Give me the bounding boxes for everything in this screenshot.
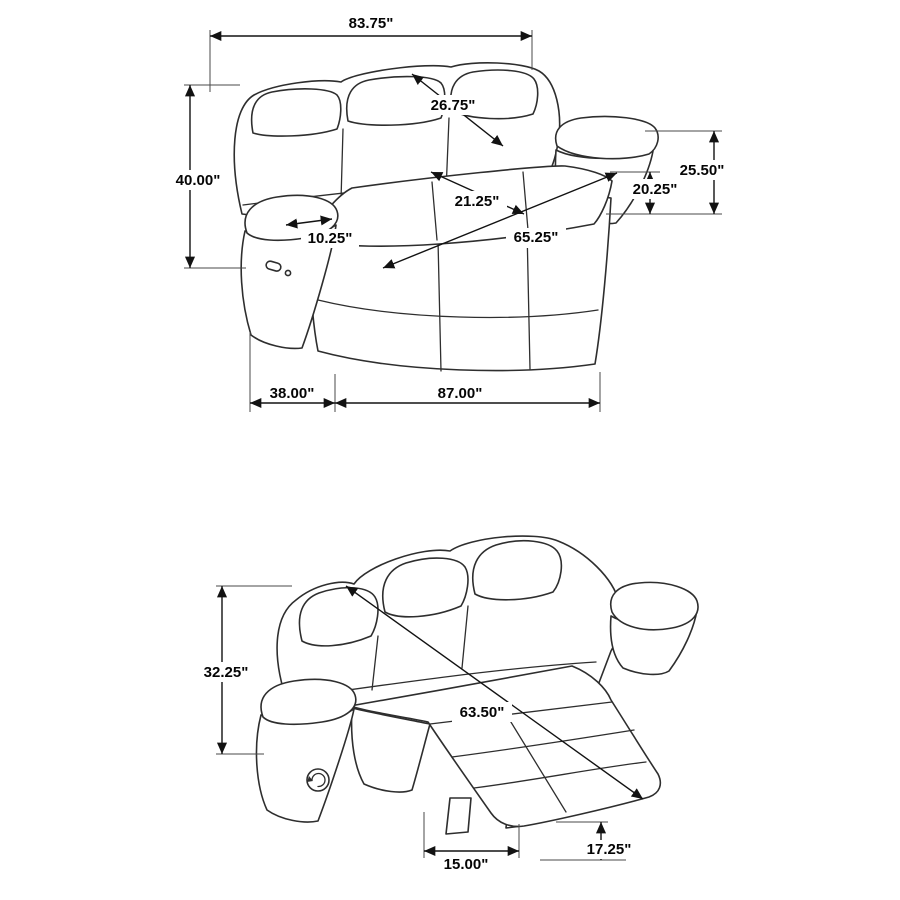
recliner-handle-arrowhead-icon	[307, 776, 313, 782]
dim-overall-height: 40.00"	[166, 84, 246, 269]
power-button-icon	[265, 260, 282, 272]
footrest-leg-front	[445, 797, 472, 835]
sofa-reclined-illustration	[255, 535, 699, 835]
dim-seat-height: 20.25"	[610, 171, 685, 214]
dim-reclined-back-height: 32.25"	[194, 585, 292, 755]
dim-label-leg-clearance: 15.00"	[444, 856, 489, 873]
base-seam-horizontal	[317, 299, 599, 319]
dim-footrest-height: 17.25"	[540, 821, 640, 861]
dim-label-arm-height: 25.50"	[680, 162, 725, 179]
dim-leg-clearance: 15.00"	[423, 812, 520, 874]
reclined-left-arm-body	[255, 708, 355, 823]
reclined-headrest-left	[298, 586, 379, 647]
dim-label-overall-height: 40.00"	[176, 172, 221, 189]
dim-reclined-length: 63.50"	[345, 585, 644, 800]
dim-label-back-diagonal: 26.75"	[431, 97, 476, 114]
dim-interior-width: 65.25"	[382, 172, 618, 269]
dim-label-seat-depth: 21.25"	[455, 193, 500, 210]
dim-side-depth: 38.00"	[249, 332, 601, 412]
dim-label-seat-height: 20.25"	[633, 181, 678, 198]
recliner-handle-arrow-icon	[311, 772, 326, 788]
dim-back-diagonal: 26.75"	[411, 73, 504, 147]
right-arm-pad	[554, 115, 659, 160]
dim-label-reclined-back-height: 32.25"	[204, 664, 249, 681]
reclined-right-arm-pad	[610, 581, 699, 631]
headrest-pillow-left	[250, 88, 342, 137]
dim-label-footrest-height: 17.25"	[587, 841, 632, 858]
dim-label-arm-width: 10.25"	[308, 230, 353, 247]
dim-front-width: 87.00"	[335, 384, 600, 409]
dim-label-front-width: 87.00"	[438, 385, 483, 402]
reclined-headrest-right	[471, 539, 563, 601]
dim-label-reclined-length: 63.50"	[460, 704, 505, 721]
dim-label-overall-width: 83.75"	[349, 15, 394, 32]
dim-arm-height: 25.50"	[606, 130, 733, 215]
power-button-dot-icon	[284, 269, 292, 277]
dim-overall-width: 83.75"	[209, 13, 533, 92]
recliner-handle-icon	[306, 768, 330, 792]
dim-arm-width: 10.25"	[285, 215, 359, 248]
back-seam-left	[340, 128, 344, 201]
dim-label-side-depth: 38.00"	[270, 385, 315, 402]
dim-label-interior-width: 65.25"	[514, 229, 559, 246]
